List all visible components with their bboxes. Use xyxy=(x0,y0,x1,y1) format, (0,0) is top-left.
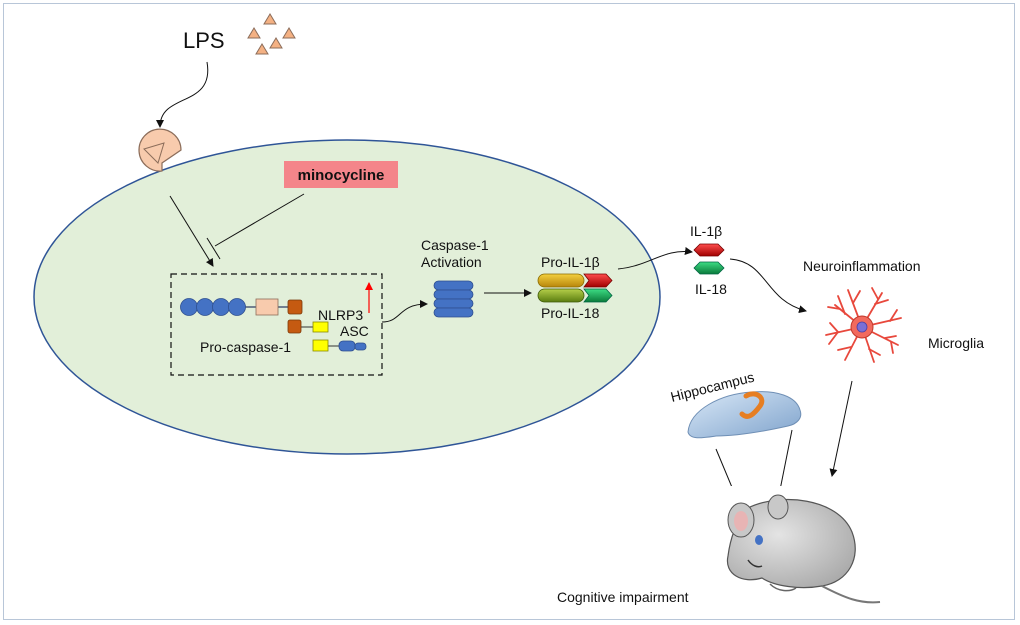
pro-caspase1-molecule xyxy=(312,339,367,352)
il-to-microglia-arrow xyxy=(729,258,807,314)
brain-icon xyxy=(662,356,813,464)
caspase1-label-line1: Caspase-1 xyxy=(421,237,489,253)
minocycline-inhibition-line xyxy=(206,193,305,260)
mouse-icon xyxy=(716,486,881,608)
caspase1-icon xyxy=(433,280,474,318)
asc-label: ASC xyxy=(340,323,369,339)
nlrp3-label: NLRP3 xyxy=(318,307,363,323)
nlrp3-molecule xyxy=(180,298,303,316)
microglia-icon xyxy=(815,283,910,375)
lps-label: LPS xyxy=(183,28,225,53)
il1b-molecule xyxy=(693,243,725,257)
inflammasome-box xyxy=(170,273,383,376)
pro-caspase1-label: Pro-caspase-1 xyxy=(200,339,291,355)
receptor-to-inflammasome-arrow xyxy=(169,195,214,267)
caspase1-label-line2: Activation xyxy=(421,254,482,270)
pro-il1b-molecule xyxy=(537,273,613,288)
microglia-to-mouse-arrow xyxy=(829,380,853,477)
minocycline-box xyxy=(284,161,398,188)
cognitive-impairment-label: Cognitive impairment xyxy=(557,589,689,605)
il1b-label: IL-1β xyxy=(690,223,722,239)
asc-molecule xyxy=(287,319,329,334)
minocycline-label: minocycline xyxy=(298,167,385,184)
pro-il18-molecule xyxy=(537,288,613,303)
il18-molecule xyxy=(693,261,725,275)
neuroinflammation-label: Neuroinflammation xyxy=(803,258,921,274)
microglia-label: Microglia xyxy=(928,335,984,351)
il18-label: IL-18 xyxy=(695,281,727,297)
pro-il-to-il-arrow xyxy=(617,247,693,270)
lps-to-receptor-arrow xyxy=(156,61,209,128)
pro-il18-label: Pro-IL-18 xyxy=(541,305,600,321)
receptor-icon xyxy=(138,128,182,172)
inflammasome-to-caspase-arrow xyxy=(381,300,428,323)
pro-il1b-label: Pro-IL-1β xyxy=(541,254,600,270)
figure-frame xyxy=(3,3,1015,620)
lps-triangle-icon xyxy=(247,13,296,55)
